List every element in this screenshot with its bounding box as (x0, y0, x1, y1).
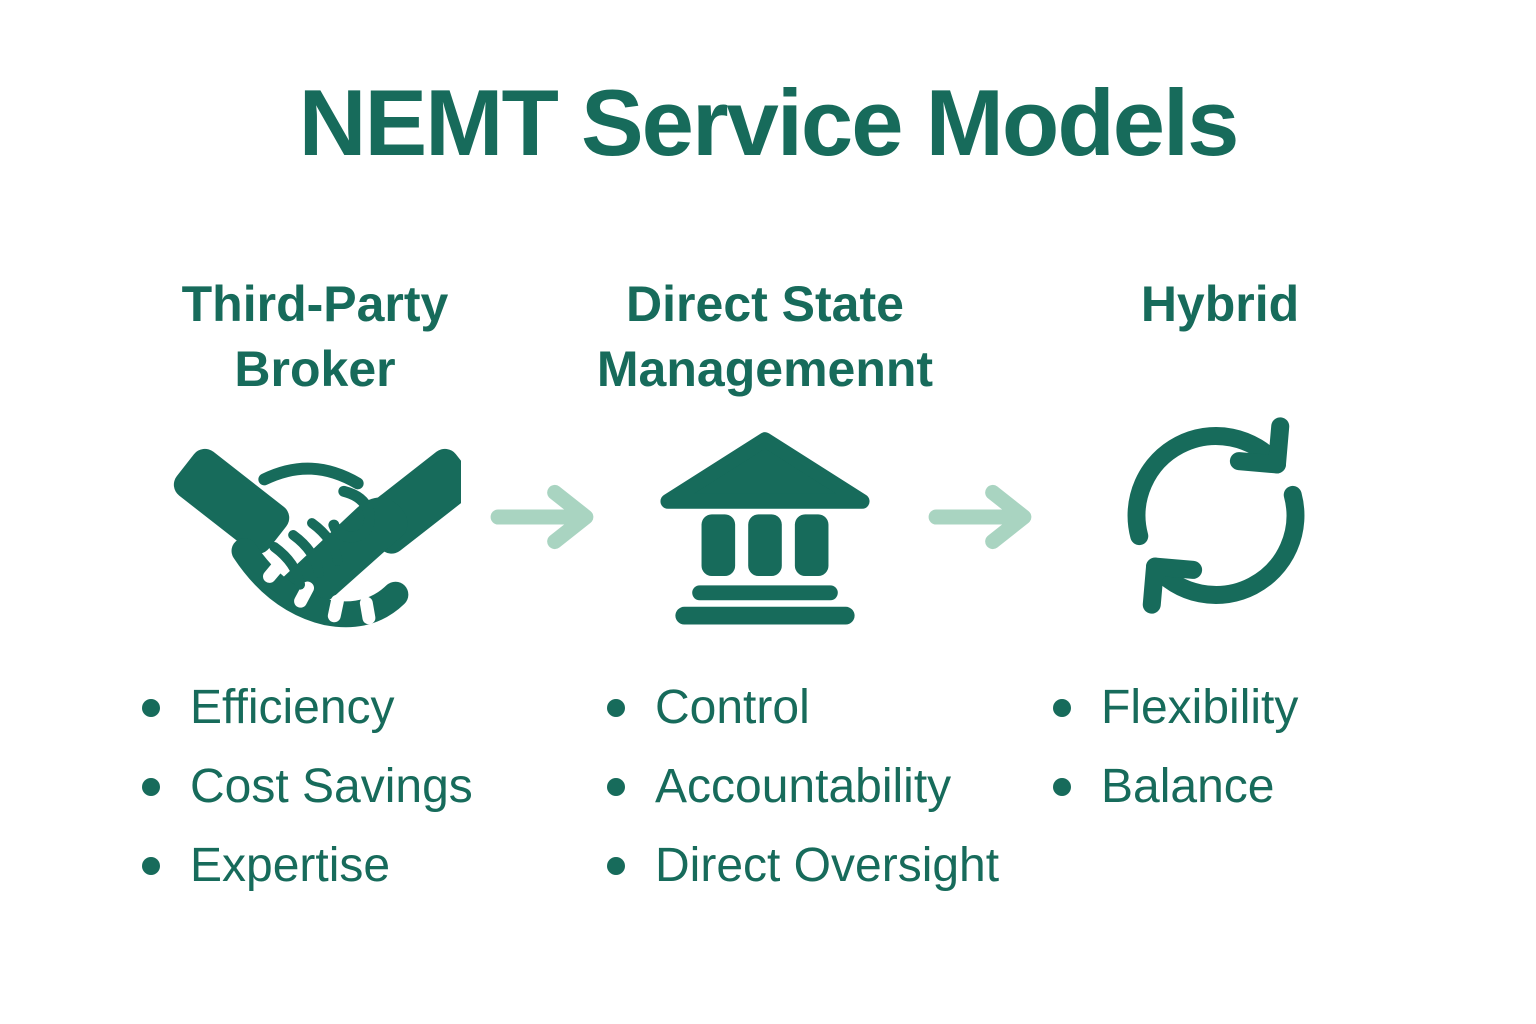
list-item: Cost Savings (142, 747, 473, 826)
bullet-list-third-party-broker: Efficiency Cost Savings Expertise (142, 668, 473, 905)
column-heading-direct-state-management: Direct State Managemennt (596, 276, 934, 397)
bullet-list-direct-state-management: Control Accountability Direct Oversight (607, 668, 999, 905)
bullet-label: Accountability (655, 760, 952, 813)
bullet-dot (607, 777, 625, 796)
bullet-list-hybrid: Flexibility Balance (1053, 668, 1298, 826)
bullet-dot (142, 777, 160, 796)
list-item: Balance (1053, 747, 1298, 826)
bullet-label: Control (655, 681, 810, 734)
list-item: Accountability (607, 747, 999, 826)
bullet-dot (1053, 698, 1071, 717)
arrow-right-icon (487, 484, 613, 550)
bank-icon (653, 426, 877, 628)
bullet-dot (142, 698, 160, 717)
bullet-dot (607, 698, 625, 717)
list-item: Flexibility (1053, 668, 1298, 747)
bullet-dot (607, 856, 625, 875)
bullet-label: Efficiency (190, 681, 395, 734)
page-title: NEMT Service Models (298, 70, 1240, 175)
bullet-label: Balance (1101, 760, 1275, 813)
cycle-arrows-icon (1110, 408, 1322, 623)
list-item: Expertise (142, 826, 473, 905)
bullet-label: Expertise (190, 839, 391, 892)
bullet-dot (1053, 777, 1071, 796)
handshake-icon (163, 420, 461, 652)
list-item: Efficiency (142, 668, 473, 747)
bullet-dot (142, 856, 160, 875)
arrow-right-icon (925, 484, 1051, 550)
bullet-label: Flexibility (1101, 681, 1299, 734)
list-item: Control (607, 668, 999, 747)
list-item: Direct Oversight (607, 826, 999, 905)
bullet-label: Cost Savings (190, 760, 473, 813)
column-heading-hybrid: Hybrid (1140, 276, 1300, 332)
bullet-label: Direct Oversight (655, 839, 1000, 892)
column-heading-third-party-broker: Third-Party Broker (181, 276, 449, 397)
